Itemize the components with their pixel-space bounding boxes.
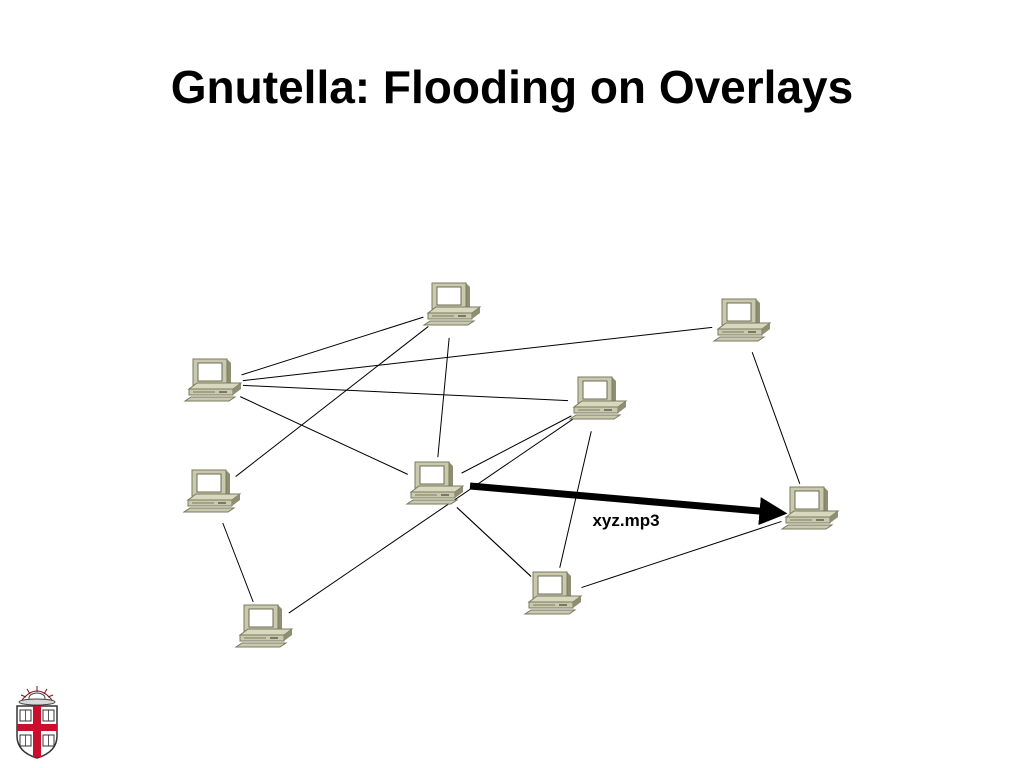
computer-icon [569,376,627,420]
network-link [242,326,713,382]
computer-icon [406,461,464,505]
computer-icon [183,469,241,513]
network-link [437,337,450,458]
network-link [240,396,408,475]
network-link [222,522,254,603]
query-flood: xyz.mp3 [469,482,788,530]
network-nodes [183,282,839,648]
network-link [559,431,592,568]
slide-title: Gnutella: Flooding on Overlays [170,61,854,113]
network-link [456,507,532,577]
network-link [242,384,569,402]
network-link [241,316,424,376]
query-label: xyz.mp3 [592,511,659,530]
network-link [235,326,429,477]
network-link [581,520,782,589]
network-link [288,418,574,614]
network-links [222,316,801,614]
computer-icon [524,571,582,615]
university-crest-icon [16,686,58,759]
computer-icon [713,298,771,342]
network-link [751,352,801,484]
network-link [461,415,572,474]
computer-icon [235,604,293,648]
computer-icon [781,486,839,530]
computer-icon [184,358,242,402]
computer-icon [423,282,481,326]
query-arrow [469,482,788,526]
